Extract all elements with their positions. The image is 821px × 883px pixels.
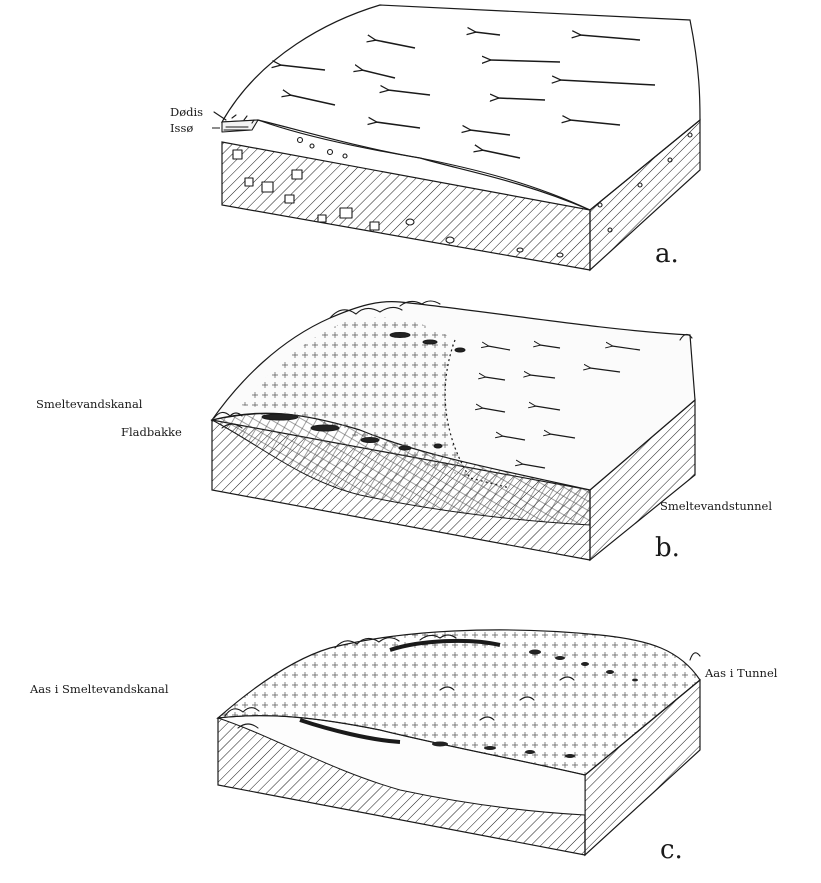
- panel-a-letter: a.: [655, 239, 679, 269]
- label-aas-tunnel: Aas i Tunnel: [704, 666, 778, 680]
- panel-c: Aas i Smeltevandskanal Aas i Tunnel c.: [29, 630, 778, 865]
- panel-a: Dødis Issø a.: [170, 5, 700, 270]
- label-smeltevandskanal-b: Smeltevandskanal: [36, 397, 143, 411]
- label-dodis: Dødis: [170, 105, 203, 119]
- label-smeltevandstunnel: Smeltevandstunnel: [660, 499, 772, 513]
- panel-b-letter: b.: [655, 533, 680, 563]
- label-aas-smeltevandskanal: Aas i Smeltevandskanal: [29, 682, 169, 696]
- panel-c-letter: c.: [660, 835, 683, 865]
- panel-b: Smeltevandskanal Fladbakke Smeltevandstu…: [36, 301, 772, 563]
- label-fladbakke: Fladbakke: [121, 425, 182, 439]
- label-isso: Issø: [170, 121, 193, 135]
